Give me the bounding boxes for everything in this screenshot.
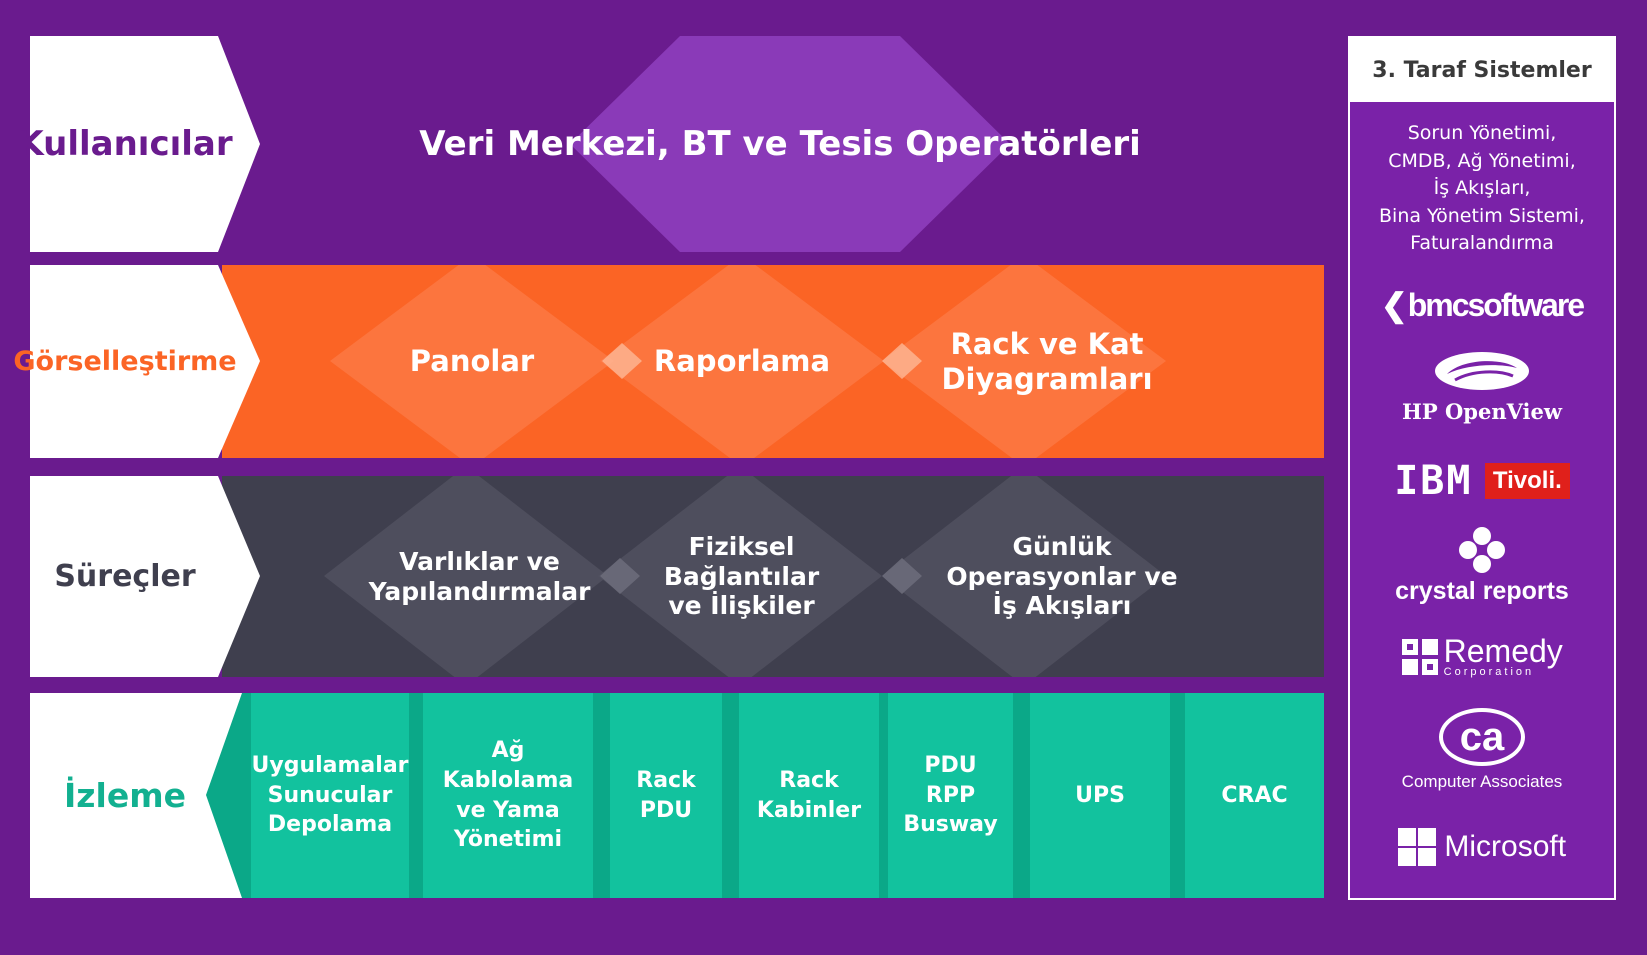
row-label-users: Kullanıcılar	[17, 36, 260, 252]
hp-orbit-icon	[1435, 352, 1529, 390]
visualization-band: Panolar Raporlama Rack ve Kat Diyagramla…	[222, 265, 1324, 458]
row-label-monitoring: İzleme	[30, 693, 260, 898]
microsoft-logo: Microsoft	[1350, 828, 1614, 866]
third-party-title: 3. Taraf Sistemler	[1350, 38, 1614, 102]
visualization-item-reporting: Raporlama	[653, 344, 831, 379]
description-line: CMDB, Ağ Yönetimi,	[1388, 149, 1576, 172]
crystal-reports-logo: crystal reports	[1350, 526, 1614, 606]
monitoring-item-ups: UPS	[1030, 693, 1170, 898]
row-label-visualization: Görselleştirme	[13, 265, 260, 458]
bmc-logo: ❮bmcsoftware	[1380, 287, 1585, 323]
description-line: Sorun Yönetimi,	[1407, 122, 1557, 144]
row-label-visualization-text: Görselleştirme	[13, 346, 237, 377]
hp-openview-logo: HP OpenView	[1350, 350, 1614, 424]
visualization-diamonds	[330, 265, 1166, 458]
arrow-shape	[30, 265, 260, 458]
row-label-processes-text: Süreçler	[54, 559, 196, 594]
processes-item-physical: Fiziksel Bağlantılar ve İlişkiler	[663, 532, 820, 621]
windows-icon	[1397, 828, 1436, 866]
monitoring-item-crac: CRAC	[1185, 693, 1324, 898]
remedy-logo: Remedy Corporation	[1350, 635, 1614, 678]
description-line: Faturalandırma	[1410, 232, 1554, 255]
computer-associates-logo: ca Computer Associates	[1350, 708, 1614, 792]
users-hexagon	[570, 36, 1010, 252]
processes-band: Varlıklar ve Yapılandırmalar Fiziksel Ba…	[222, 476, 1324, 677]
monitoring-item-pdu-rpp: PDU RPP Busway	[888, 693, 1013, 898]
description-line: İş Akışları,	[1433, 177, 1531, 200]
arrow-shape	[30, 476, 260, 677]
arrow-shape	[30, 693, 242, 898]
row-label-processes: Süreçler	[30, 476, 260, 677]
processes-item-operations: Günlük Operasyonlar ve İş Akışları	[946, 532, 1178, 621]
ibm-tivoli-logo: IBM Tivoli.	[1350, 458, 1614, 504]
third-party-panel: 3. Taraf Sistemler Sorun Yönetimi, CMDB,…	[1348, 36, 1616, 900]
bmc-chevron-icon: ❮	[1380, 287, 1408, 323]
monitoring-item-network: Ağ Kablolama ve Yama Yönetimi	[423, 693, 593, 898]
remedy-grid-icon	[1402, 639, 1439, 675]
monitoring-item-rack-cabinets: Rack Kabinler	[739, 693, 879, 898]
users-title: Veri Merkezi, BT ve Tesis Operatörleri	[419, 123, 1141, 164]
visualization-item-dashboards: Panolar	[409, 344, 535, 379]
crystal-dots-icon	[1459, 527, 1505, 573]
third-party-description: Sorun Yönetimi, CMDB, Ağ Yönetimi, İş Ak…	[1350, 120, 1614, 258]
processes-item-assets: Varlıklar ve Yapılandırmalar	[368, 547, 591, 606]
arrow-shape	[30, 36, 260, 252]
visualization-item-rack-floor: Rack ve Kat Diyagramları	[941, 327, 1153, 396]
monitoring-band: Uygulamalar Sunucular Depolama Ağ Kablol…	[205, 693, 1324, 898]
monitoring-item-apps: Uygulamalar Sunucular Depolama	[251, 693, 409, 898]
row-label-monitoring-text: İzleme	[64, 776, 186, 815]
monitoring-item-rack-pdu: Rack PDU	[610, 693, 722, 898]
processes-diamonds	[324, 476, 1166, 677]
ca-oval-icon: ca	[1439, 708, 1525, 766]
description-line: Bina Yönetim Sistemi,	[1379, 204, 1585, 227]
row-label-users-text: Kullanıcılar	[17, 124, 233, 164]
